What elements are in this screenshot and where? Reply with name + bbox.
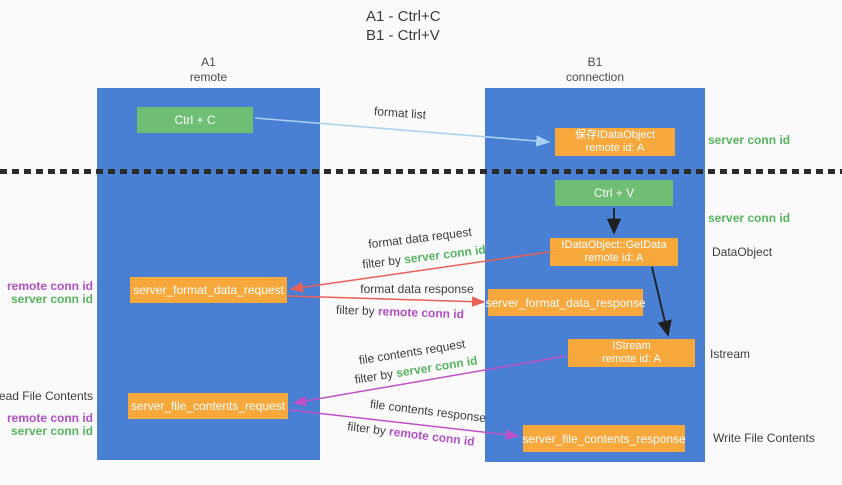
left-label-read-file-contents: Read File Contents [0, 389, 93, 403]
diagram-title: A1 - Ctrl+C B1 - Ctrl+V [366, 7, 441, 45]
node-save-idataobject-line1: 保存IDataObject [574, 129, 656, 141]
dashed-separator-line [0, 169, 842, 174]
lane-b1-name: B1 [587, 55, 603, 69]
node-ctrl-c: Ctrl + C [137, 107, 253, 133]
node-ctrl-c-label: Ctrl + C [174, 113, 216, 127]
filter-by-text: filter by [353, 366, 395, 387]
node-file-request-label: server_file_contents_request [130, 399, 286, 413]
remote-conn-id-text: remote conn id [388, 424, 476, 449]
lane-a1-name: A1 [201, 55, 216, 69]
lane-header-b1: B1 connection [485, 55, 705, 85]
node-format-request-label: server_format_data_request [133, 283, 284, 297]
node-ctrl-v: Ctrl + V [555, 180, 673, 206]
left-label-remote-conn-id-2: remote conn id [6, 411, 93, 425]
label-file-contents-response: file contents response [369, 396, 487, 426]
left-label-server-conn-id-2: server conn id [10, 424, 93, 438]
node-format-response-label: server_format_data_response [485, 295, 646, 310]
title-line-2: B1 - Ctrl+V [366, 27, 440, 44]
lane-a1-role: remote [189, 70, 228, 84]
right-label-istream: Istream [710, 347, 751, 361]
node-istream: IStream remote id: A [568, 339, 695, 367]
label-filter-by-remote-conn-id-2: filter by remote conn id [347, 419, 476, 449]
node-getdata-line1: IDataObject::GetData [561, 239, 667, 251]
right-label-write-file-contents: Write File Contents [713, 431, 815, 445]
node-istream-line1: IStream [612, 340, 651, 352]
filter-by-text: filter by [335, 302, 375, 319]
node-save-idataobject-line2: remote id: A [585, 142, 645, 154]
remote-conn-id-text: remote conn id [377, 304, 465, 322]
filter-by-text: filter by [361, 252, 402, 272]
left-label-server-conn-id-1: server conn id [10, 292, 93, 306]
node-server-format-data-response: server_format_data_response [485, 289, 646, 316]
node-file-response-label: server_file_contents_response [522, 431, 686, 446]
node-idataobject-getdata: IDataObject::GetData remote id: A [550, 238, 678, 266]
node-server-file-contents-request: server_file_contents_request [128, 393, 288, 419]
left-label-remote-conn-id-1: remote conn id [6, 279, 93, 293]
node-istream-line2: remote id: A [602, 353, 661, 365]
lane-b1-role: connection [565, 70, 625, 84]
node-getdata-line2: remote id: A [584, 252, 644, 264]
node-server-file-contents-response: server_file_contents_response [522, 425, 686, 452]
label-format-data-response: format data response [360, 282, 474, 296]
right-label-server-conn-id-mid: server conn id [708, 211, 791, 225]
title-line-1: A1 - Ctrl+C [366, 8, 441, 25]
lane-header-a1: A1 remote [97, 55, 320, 85]
filter-by-text: filter by [346, 419, 387, 438]
right-label-dataobject: DataObject [712, 245, 773, 259]
node-ctrl-v-label: Ctrl + V [593, 186, 635, 200]
node-save-idataobject: 保存IDataObject remote id: A [555, 128, 675, 156]
server-conn-id-text: server conn id [403, 242, 487, 267]
node-server-format-data-request: server_format_data_request [130, 277, 287, 303]
right-label-server-conn-id-top: server conn id [708, 133, 791, 147]
label-filter-by-remote-conn-id-1: filter by remote conn id [336, 303, 464, 321]
label-format-list: format list [373, 104, 427, 122]
